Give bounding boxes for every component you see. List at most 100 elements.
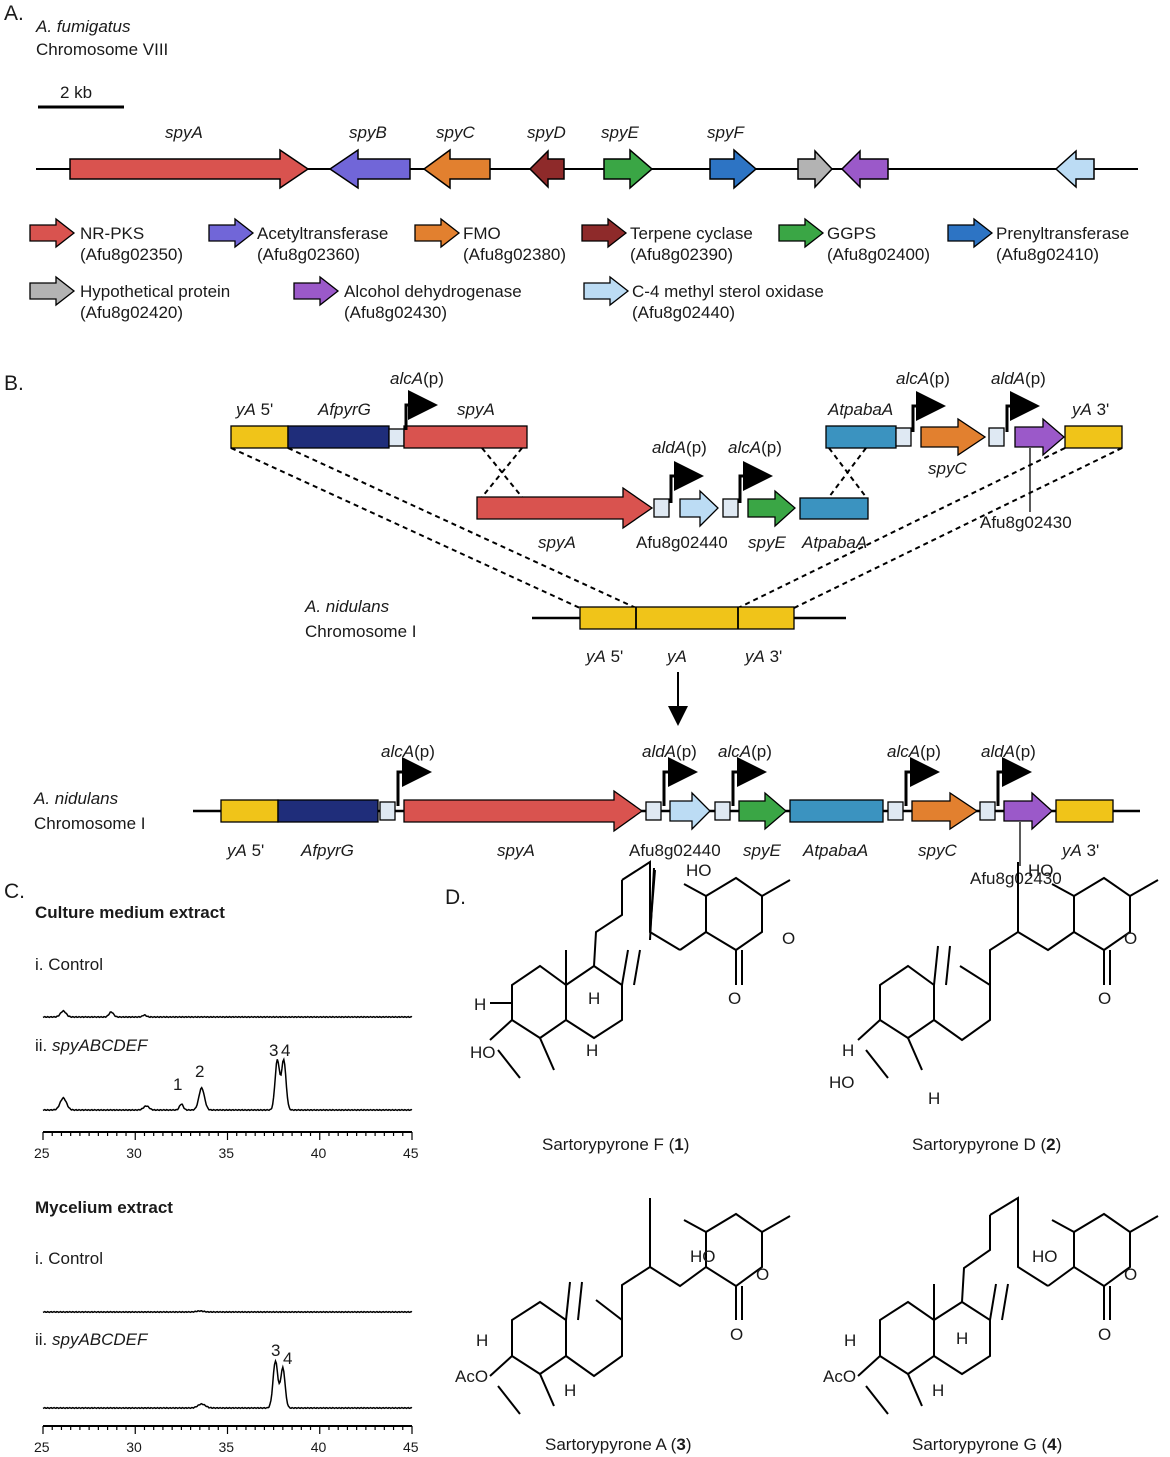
frag2-afu02440-label: Afu8g02440 [636,533,728,552]
c1-db [649,867,655,941]
c1-gem-dimethyl-1 [497,1049,521,1079]
legend-locus-terpene-cyclase: (Afu8g02390) [630,245,733,264]
gene-spyD [528,149,565,189]
frag3-yA3 [1064,425,1123,449]
int-promoter-arrow-5 [996,757,1032,806]
c1-exo [621,949,629,986]
c1-ring-b [565,964,623,1040]
c4-atom-h-2: H [956,1329,968,1348]
c3-atom-h-2: H [564,1381,576,1400]
structure-sartorypyrone-g [857,1196,1159,1415]
gene-label-spyC: spyC [436,123,475,142]
culture-peak-1-label: 1 [173,1075,182,1094]
legend-arrow-terpene-cyclase [581,217,628,249]
c2-atom-o-ring: O [1124,929,1137,948]
c3-chain-2 [621,1232,651,1320]
c3-atom-h-1: H [476,1331,488,1350]
structure-sartorypyrone-f [489,860,791,1079]
frag3-atpabaA [825,425,897,449]
int-spyC [911,791,979,831]
c3-atom-o-carbonyl: O [730,1325,743,1344]
c2-chain-4 [1017,931,1075,952]
frag1-spyA [403,425,528,449]
frag3-promoter-box-2 [988,427,1005,447]
gene-spyA [69,148,310,190]
legend-locus-ggps: (Afu8g02400) [827,245,930,264]
c4-exo-2 [1001,1283,1009,1321]
panel-label-d: D. [445,886,466,909]
frag1-promoter-box [388,428,405,447]
frag3-alcA-label: alcA(p) [896,369,950,388]
structure-sartorypyrone-a [489,1198,791,1415]
c4-oh-bond [1051,1219,1075,1233]
legend-locus-alcohol-dehydrogenase: (Afu8g02430) [344,303,447,322]
target-yA5-label: yA 5' [585,647,623,666]
c3-gem-2 [539,1373,555,1407]
c2-exo-1 [933,945,939,986]
int-promoter-arrow-1 [396,757,432,806]
c2-chain-2 [989,896,1019,985]
legend-arrow-ggps [778,217,825,249]
legend-name-acetyltransferase: Acetyltransferase [257,224,388,243]
legend-locus-acetyltransferase: (Afu8g02360) [257,245,360,264]
c2-atom-ho: HO [1028,861,1054,880]
legend-locus-prenyltransferase: (Afu8g02410) [996,245,1099,264]
c1-gem-dimethyl-2 [539,1037,555,1071]
frag2-promoter-box-1 [653,498,670,518]
axis-tick-label: 45 [403,1145,419,1161]
c2-pyrone-methyl [1129,879,1159,897]
c1-atom-o-ring: O [782,929,795,948]
axis-tick-label: 35 [219,1145,235,1161]
c4-ring-a [879,1300,935,1376]
frag3-promoter-box-1 [895,427,912,447]
legend-name-hypothetical: Hypothetical protein [80,282,230,301]
c2-ring-a [879,964,935,1040]
yA-locus [579,606,795,630]
c4-chain-3 [1047,1266,1075,1287]
frag1-afpyrG [287,425,390,449]
c3-gem-1 [497,1385,521,1415]
homology-line-4 [793,447,1123,609]
organism-label: A. fumigatus [35,17,131,36]
frag2-spyE-label: spyE [748,533,786,552]
c3-aco-bond [489,1355,513,1377]
int-alcA-label-2: alcA(p) [718,742,772,761]
c4-aco-bond [857,1355,881,1377]
int-atpabaA [789,799,884,823]
chromosome-label: Chromosome VIII [36,40,168,59]
c1-atom-h-4: H [474,995,486,1014]
crossover-1b [481,447,523,498]
int-spyC-label: spyC [918,841,957,860]
c2-atom-h-2: H [928,1089,940,1108]
target-yA3-label: yA 3' [744,647,782,666]
scale-bar-label: 2 kb [60,83,92,102]
frag3-promoter-arrow-1 [911,391,946,432]
frag3-atpabaA-label: AtpabaA [827,400,893,419]
c4-atom-aco: AcO [823,1367,856,1386]
c1-exo-2 [633,949,641,986]
gene-spyF [709,148,758,190]
int-promoter-box-5 [979,801,996,821]
c1-atom-ho-2: HO [470,1043,496,1062]
gene-afu8g02440 [1054,149,1095,189]
c4-gem-1 [865,1385,889,1415]
frag2-atpabaA [799,497,869,520]
frag1-yA5-label: yA 5' [235,400,273,419]
homology-line-1 [230,447,581,609]
c2-atom-h-1: H [842,1041,854,1060]
nidulans-chromosome-label-1: Chromosome I [305,622,416,641]
culture-peak-4-label: 4 [281,1041,290,1060]
int-yA3 [1055,799,1114,823]
c3-chain-1 [565,1299,623,1378]
c3-atom-o-ring: O [756,1265,769,1284]
int-spyE [738,791,787,831]
frag2-atpabaA-label: AtpabaA [801,533,867,552]
legend-locus-fmo: (Afu8g02380) [463,245,566,264]
culture-peak-3-label: 3 [269,1041,278,1060]
int-afu02440-label: Afu8g02440 [629,841,721,860]
nidulans-label-2: A. nidulans [33,789,119,808]
legend-name-fmo: FMO [463,224,501,243]
legend-name-alcohol-dehydrogenase: Alcohol dehydrogenase [344,282,522,301]
int-promoter-arrow-4 [904,757,940,806]
legend-arrow-c4-oxidase [583,275,630,307]
